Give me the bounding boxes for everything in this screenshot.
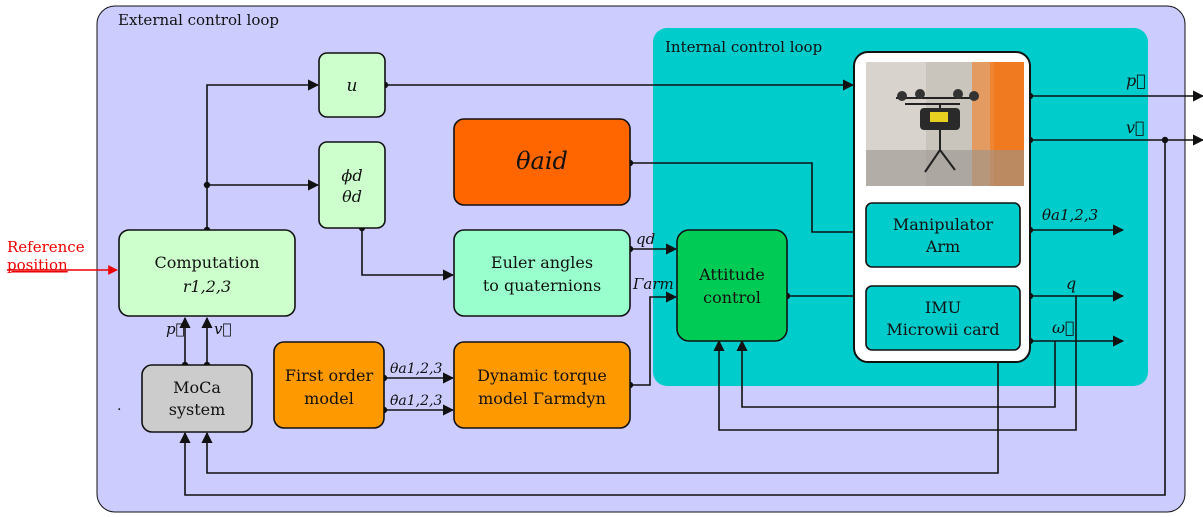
signal-theta-a-fo: θa1,2,3 xyxy=(390,361,442,377)
signal-omega-out: ω⃗ xyxy=(1052,318,1075,337)
u-block-label: u xyxy=(347,76,358,96)
first-order-label-2: model xyxy=(304,389,354,408)
reference-label-1: Reference xyxy=(7,238,85,256)
internal-loop-title: Internal control loop xyxy=(665,38,822,56)
external-loop-title: External control loop xyxy=(118,11,279,29)
signal-p-moca: p⃗ xyxy=(166,320,185,338)
attitude-label-1: Attitude xyxy=(698,265,765,284)
euler-label-2: to quaternions xyxy=(483,276,601,295)
signal-theta-a-out: θa1,2,3 xyxy=(1042,206,1098,224)
signal-v-out: v⃗ xyxy=(1126,118,1145,137)
moca-system-block xyxy=(141,364,253,433)
signal-p-out: p⃗ xyxy=(1126,71,1146,90)
computation-sub: r1,2,3 xyxy=(183,277,231,296)
moca-label-2: system xyxy=(169,400,226,419)
phi-d-label: ϕd xyxy=(341,166,362,185)
theta-aid-block xyxy=(453,118,631,206)
euler-block xyxy=(453,229,631,317)
dynamic-torque-label-1: Dynamic torque xyxy=(477,366,607,385)
imu-label-1: IMU xyxy=(925,298,961,317)
signal-q-d: qd xyxy=(636,230,655,248)
signal-v-moca: v⃗ xyxy=(214,320,231,338)
theta-aid-label: θaid xyxy=(516,147,568,175)
attitude-label-2: control xyxy=(703,288,761,307)
manipulator-arm-block xyxy=(865,202,1021,268)
signal-gamma-arm: Γarm xyxy=(632,275,674,293)
imu-block xyxy=(865,285,1021,351)
euler-label-1: Euler angles xyxy=(491,253,593,272)
computation-block xyxy=(118,229,296,317)
signal-theta-a-dot: θ̇a1,2,3 xyxy=(390,393,442,409)
moca-label-1: MoCa xyxy=(173,378,221,397)
attitude-ref-block xyxy=(318,141,386,229)
first-order-label-1: First order xyxy=(285,366,374,385)
theta-d-label: θd xyxy=(342,187,362,206)
manipulator-label-2: Arm xyxy=(925,237,960,256)
u-block xyxy=(318,52,386,118)
computation-label: Computation xyxy=(154,253,259,272)
drone-photo xyxy=(866,62,1024,186)
imu-label-2: Microwii card xyxy=(886,320,999,339)
stray-dot: . xyxy=(117,398,121,414)
first-order-model-block xyxy=(273,341,385,429)
dynamic-torque-label-2: model Γarmdyn xyxy=(478,389,606,408)
dynamic-torque-block xyxy=(453,341,631,429)
signal-q-out: q xyxy=(1066,274,1076,293)
attitude-control-block xyxy=(676,229,788,342)
manipulator-label-1: Manipulator xyxy=(893,215,994,234)
reference-label-2: position xyxy=(7,256,68,274)
wires xyxy=(179,79,1203,496)
